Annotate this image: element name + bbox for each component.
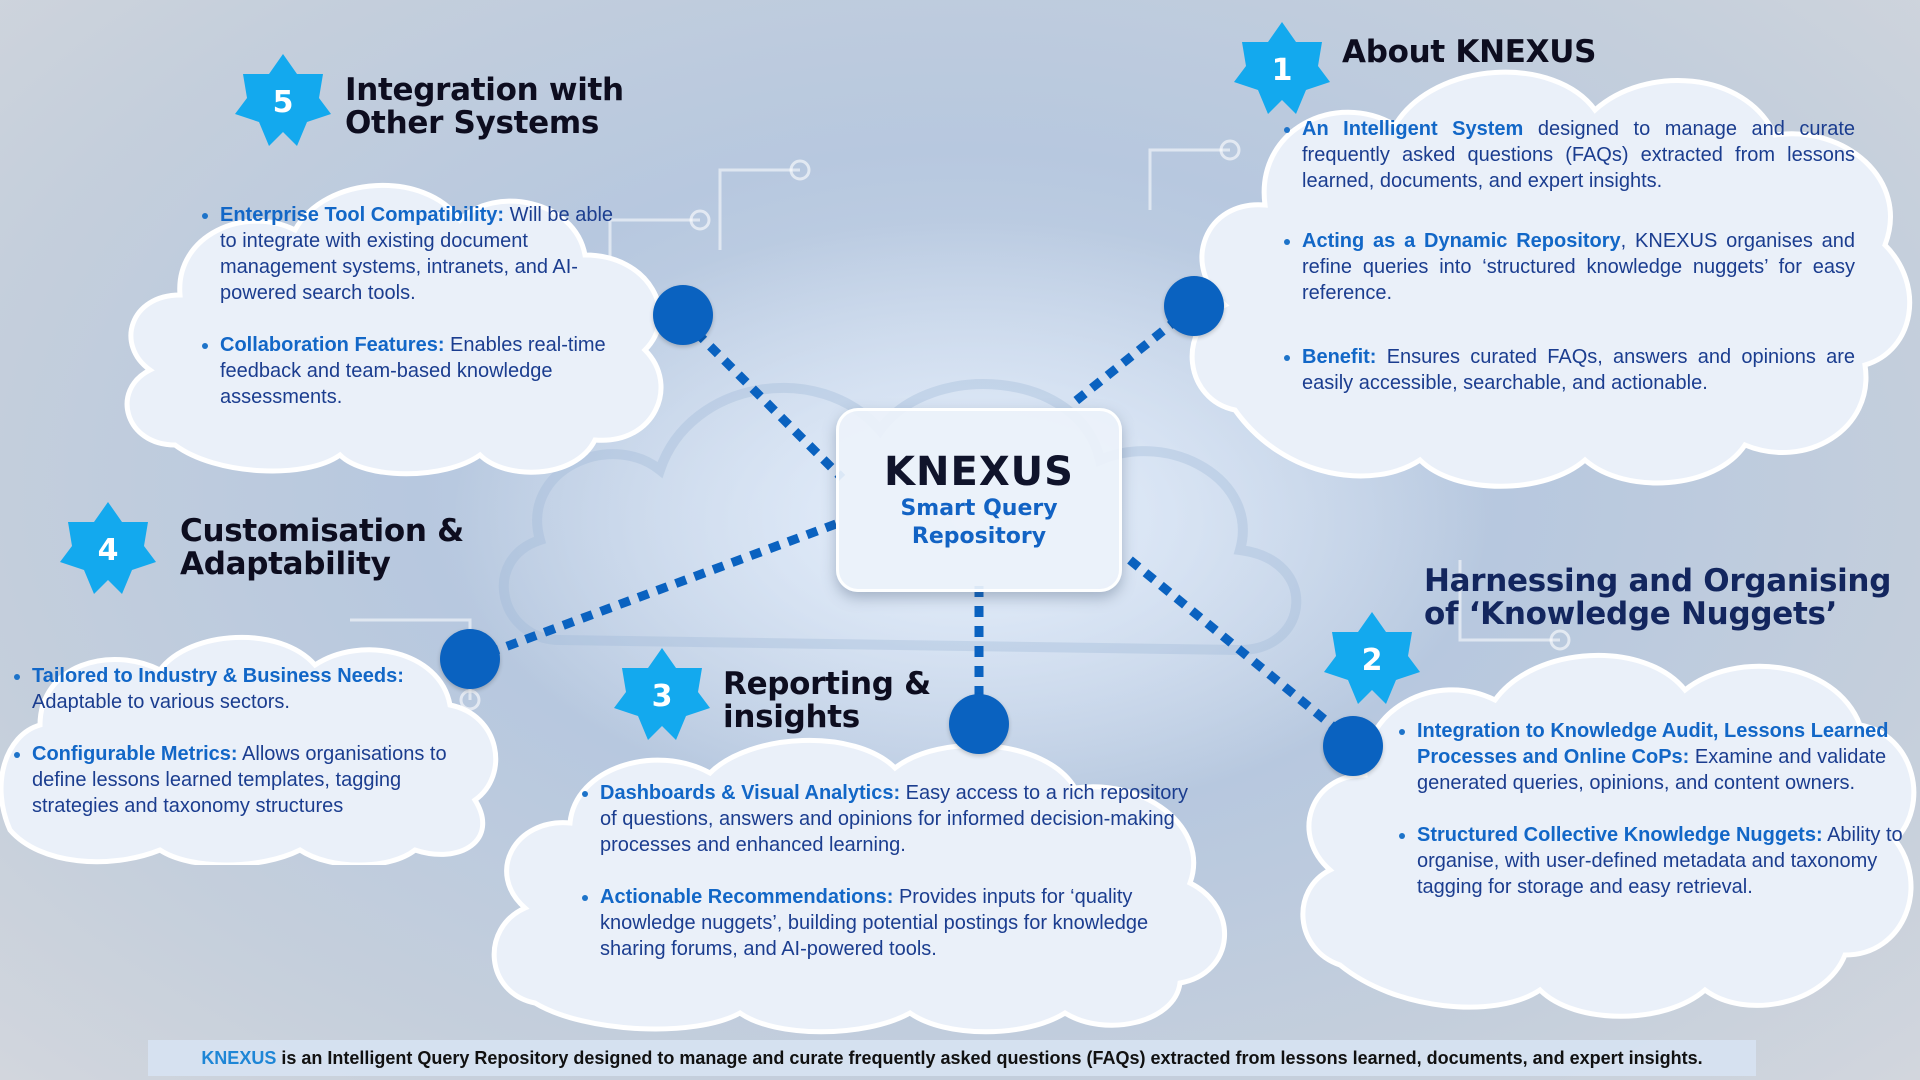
section-3-title-line1: Reporting & [723,666,931,702]
star-badge-icon [235,54,331,146]
section-4-title: Customisation & Adaptability [180,515,464,581]
section-2-content: Integration to Knowledge Audit, Lessons … [1395,718,1907,926]
section-2-title-line1: Harnessing and Organising [1424,563,1892,599]
section-2-bullet: Integration to Knowledge Audit, Lessons … [1417,718,1907,796]
star-badge-icon [1324,612,1420,704]
star-badge-icon [60,502,156,594]
badge-4: 4 [60,502,156,598]
badge-4-number: 4 [97,532,119,568]
section-1-title: About KNEXUS [1342,36,1596,69]
badge-2: 2 [1324,612,1420,708]
section-4-bullet: Tailored to Industry & Business Needs: A… [32,663,470,715]
star-badge-icon [1234,22,1330,114]
cloud-section-2 [1300,653,1917,1019]
badge-1: 1 [1234,22,1330,118]
cloud-section-5 [124,182,664,477]
section-1-bullet: Benefit: Ensures curated FAQs, answers a… [1302,344,1855,396]
section-5-bullet: Enterprise Tool Compatibility: Will be a… [220,202,633,306]
section-1-bullet: Acting as a Dynamic Repository, KNEXUS o… [1302,228,1855,306]
section-4-title-line2: Adaptability [180,546,391,582]
section-2-title: Harnessing and Organising of ‘Knowledge … [1424,565,1891,631]
badge-1-number: 1 [1271,52,1293,88]
section-5-title-line1: Integration with [345,72,624,108]
section-3-bullet: Dashboards & Visual Analytics: Easy acce… [600,780,1208,858]
connector-node-5 [653,285,713,345]
section-3-title: Reporting & insights [723,668,931,734]
badge-5-number: 5 [272,84,294,120]
section-4-bullet: Configurable Metrics: Allows organisatio… [32,741,470,819]
center-subtitle-line2: Repository [911,524,1047,549]
section-5-content: Enterprise Tool Compatibility: Will be a… [198,202,633,436]
section-4-title-line1: Customisation & [180,513,464,549]
section-2-bullet: Structured Collective Knowledge Nuggets:… [1417,822,1907,900]
connector-node-2 [1323,716,1383,776]
center-knexus-box: KNEXUS Smart Query Repository [836,408,1122,592]
badge-3: 3 [614,648,710,744]
section-3-title-line2: insights [723,699,860,735]
footer-brand: KNEXUS [201,1047,277,1068]
connector-node-1 [1164,276,1224,336]
section-4-content: Tailored to Industry & Business Needs: A… [10,663,470,845]
star-badge-icon [614,648,710,740]
cloud-section-4 [0,635,499,865]
section-1-content: An Intelligent System designed to manage… [1280,116,1855,422]
badge-5: 5 [235,54,331,150]
section-3-content: Dashboards & Visual Analytics: Easy acce… [578,780,1208,988]
connector-node-4 [440,629,500,689]
section-1-title-text: About KNEXUS [1342,34,1597,70]
section-5-title-line2: Other Systems [345,105,600,141]
center-title: KNEXUS [884,449,1074,495]
footer-banner: KNEXUS is an Intelligent Query Repositor… [148,1040,1756,1076]
badge-3-number: 3 [651,678,673,714]
connector-node-3 [949,694,1009,754]
section-5-title: Integration with Other Systems [345,74,624,140]
section-3-bullet: Actionable Recommendations: Provides inp… [600,884,1208,962]
section-2-title-line2: of ‘Knowledge Nuggets’ [1424,596,1838,632]
center-subtitle-line1: Smart Query [900,496,1058,521]
section-5-bullet: Collaboration Features: Enables real-tim… [220,332,633,410]
footer-text: is an Intelligent Query Repository desig… [276,1047,1703,1068]
cloud-section-1 [1189,69,1913,489]
section-1-bullet: An Intelligent System designed to manage… [1302,116,1855,194]
cloud-section-3 [491,737,1227,1035]
badge-2-number: 2 [1361,642,1383,678]
